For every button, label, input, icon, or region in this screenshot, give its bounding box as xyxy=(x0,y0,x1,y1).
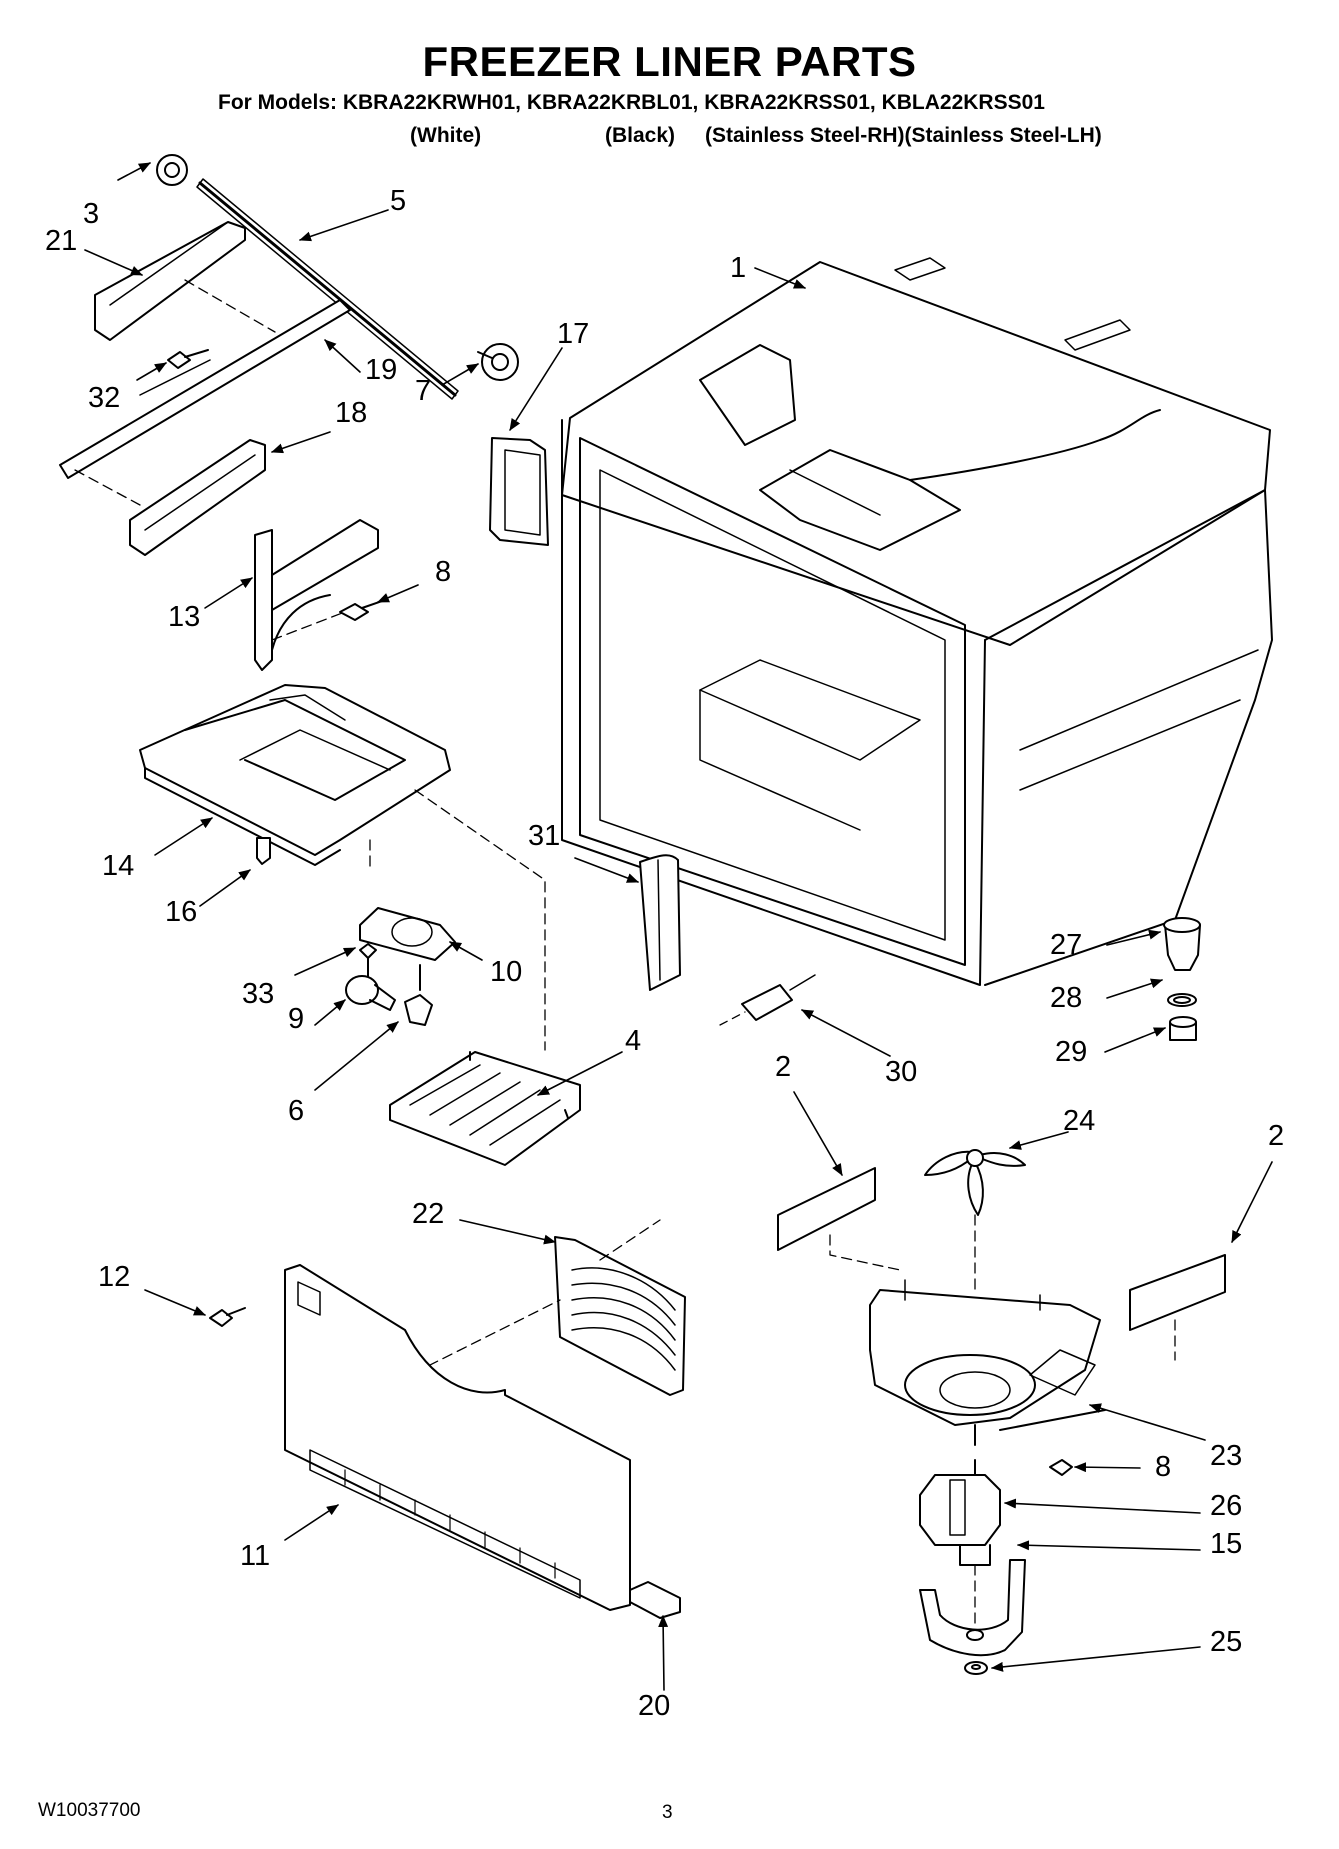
callout-5: 5 xyxy=(390,185,407,217)
callout-28: 28 xyxy=(1050,982,1083,1014)
callout-24: 24 xyxy=(1063,1105,1096,1137)
grille-4 xyxy=(389,1051,581,1166)
callout-20: 20 xyxy=(638,1690,671,1722)
callout-23: 23 xyxy=(1210,1440,1243,1472)
callout-6: 6 xyxy=(288,1095,305,1127)
screw-33 xyxy=(359,943,377,959)
callout-18: 18 xyxy=(335,397,368,429)
callout-9: 9 xyxy=(288,1003,305,1035)
callout-33: 33 xyxy=(242,978,275,1010)
callout-19: 19 xyxy=(365,354,398,386)
rail-19 xyxy=(59,299,351,479)
page-title: FREEZER LINER PARTS xyxy=(422,38,917,85)
document-number: W10037700 xyxy=(38,1800,141,1821)
clip-16 xyxy=(256,837,271,865)
rail-21 xyxy=(94,221,246,341)
callout-16: 16 xyxy=(165,896,198,928)
seal-strip xyxy=(629,1581,681,1619)
bulb xyxy=(345,975,379,1005)
screw-12 xyxy=(209,1309,233,1327)
callout-32: 32 xyxy=(88,382,121,414)
callout-15: 15 xyxy=(1210,1528,1243,1560)
fan-motor xyxy=(919,1474,1001,1546)
bracket-13 xyxy=(254,529,273,671)
callout-4: 4 xyxy=(625,1025,642,1057)
thermistor xyxy=(741,984,793,1021)
callout-3: 3 xyxy=(83,198,100,230)
freezer-liner xyxy=(561,257,1273,986)
callout-14: 14 xyxy=(102,850,135,882)
fan-shroud xyxy=(869,1289,1101,1426)
callout-31: 31 xyxy=(528,820,561,852)
callout-29: 29 xyxy=(1055,1036,1088,1068)
pad-2-right xyxy=(1129,1254,1226,1331)
variant-black: (Black) xyxy=(605,124,676,147)
callout-26: 26 xyxy=(1210,1490,1243,1522)
callout-2-left: 2 xyxy=(775,1051,792,1083)
callout-22: 22 xyxy=(412,1198,445,1230)
variant-white: (White) xyxy=(410,124,482,147)
callout-21: 21 xyxy=(45,225,78,257)
callout-30: 30 xyxy=(885,1056,918,1088)
screw-8-lower xyxy=(1049,1459,1073,1476)
leader-lines xyxy=(84,162,1273,1691)
pad-2-left xyxy=(777,1167,876,1251)
screw-32 xyxy=(167,351,191,369)
rail-18 xyxy=(129,439,266,556)
callout-25: 25 xyxy=(1210,1626,1243,1658)
duct-31 xyxy=(639,854,681,991)
gear-middle xyxy=(481,343,519,381)
callout-13: 13 xyxy=(168,601,201,633)
callout-2-right: 2 xyxy=(1268,1120,1285,1152)
socket xyxy=(404,994,433,1026)
callout-27: 27 xyxy=(1050,929,1083,961)
tray-14 xyxy=(139,684,451,856)
callout-12: 12 xyxy=(98,1261,131,1293)
gear-top xyxy=(156,154,188,186)
callout-1: 1 xyxy=(730,252,747,284)
rod xyxy=(198,181,457,397)
callout-17: 17 xyxy=(557,318,590,350)
ring-28 xyxy=(1167,993,1197,1007)
page-number: 3 xyxy=(662,1802,673,1823)
callout-10: 10 xyxy=(490,956,523,988)
callout-7: 7 xyxy=(415,375,432,407)
callout-11: 11 xyxy=(240,1540,271,1572)
fan-blade xyxy=(924,1149,1026,1216)
motor-bracket xyxy=(919,1559,1026,1657)
callout-8-upper: 8 xyxy=(435,556,452,588)
variant-stainless: (Stainless Steel-RH)(Stainless Steel-LH) xyxy=(705,124,1102,147)
callout-8-lower: 8 xyxy=(1155,1451,1172,1483)
models-line: For Models: KBRA22KRWH01, KBRA22KRBL01, … xyxy=(218,91,1045,114)
back-panel xyxy=(284,1264,631,1611)
